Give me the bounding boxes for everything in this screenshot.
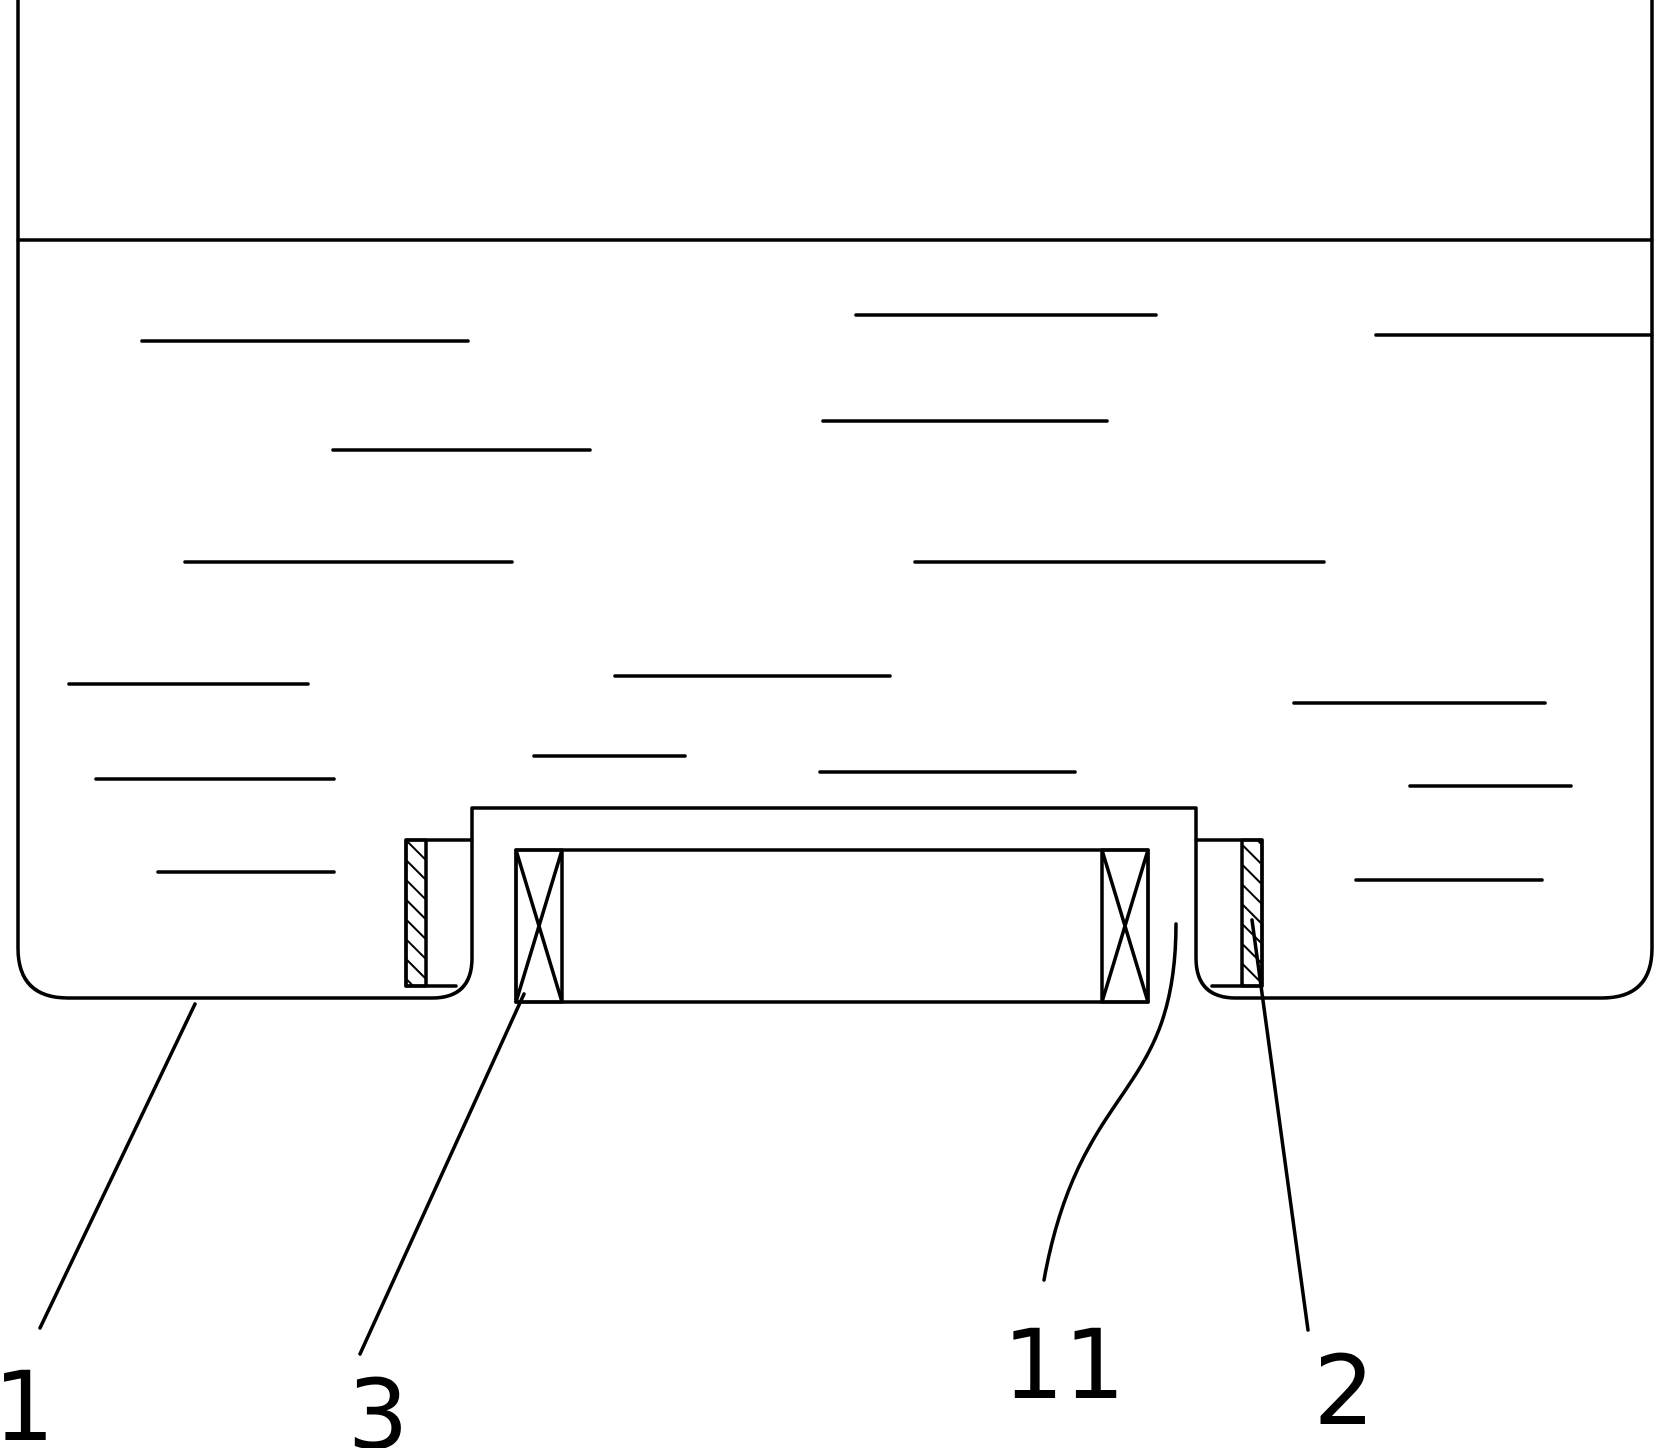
container-wall [16, 0, 1654, 1000]
label-3: 3 [347, 1359, 408, 1448]
bearing-right [1100, 848, 1150, 1004]
magnet-ring-left [404, 838, 474, 988]
leader-line-2 [1250, 918, 1310, 1332]
leader-line-11 [1042, 922, 1178, 1282]
label-2: 2 [1313, 1335, 1374, 1447]
label-1: 1 [0, 1351, 55, 1448]
rotor-body [514, 848, 1150, 1004]
leader-line-3 [358, 992, 526, 1356]
bearing-left [514, 848, 564, 1004]
leader-line-1 [38, 1002, 197, 1330]
liquid-lines [67, 313, 1654, 882]
label-11: 11 [1003, 1309, 1125, 1421]
magnet-ring-right [1194, 838, 1264, 988]
